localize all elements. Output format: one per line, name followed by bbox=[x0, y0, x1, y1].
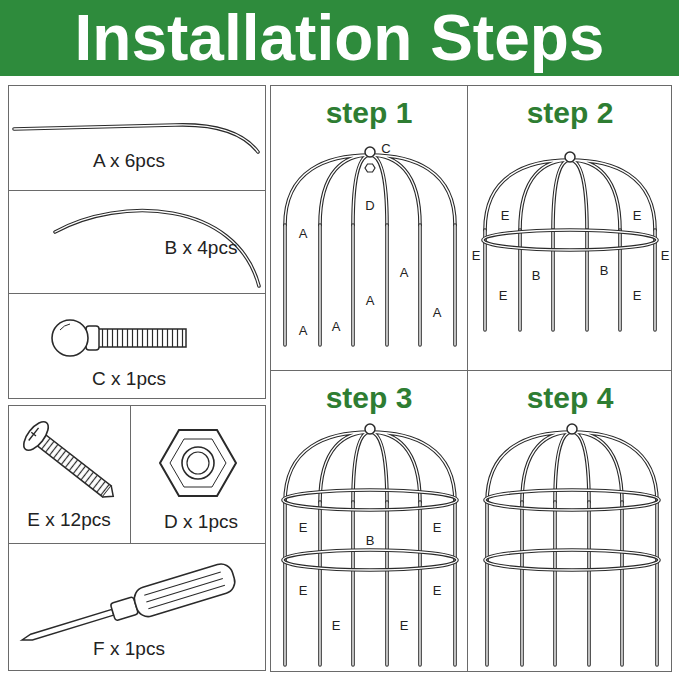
part-panel: F x 1pcs bbox=[8, 543, 266, 671]
title-banner: Installation Steps bbox=[0, 0, 679, 76]
part-panel: B x 4pcs bbox=[8, 190, 266, 294]
part-letter: A bbox=[366, 294, 375, 307]
step-panel: step 4 bbox=[467, 370, 672, 672]
part-letter: C bbox=[381, 142, 390, 155]
part-label: D x 1pcs bbox=[164, 511, 238, 533]
part-letter: E bbox=[400, 619, 409, 632]
part-letter: D bbox=[365, 199, 374, 212]
part-label: B x 4pcs bbox=[165, 237, 238, 259]
part-label: E x 12pcs bbox=[27, 509, 110, 531]
part-letter: A bbox=[332, 320, 341, 333]
part-letter: E bbox=[661, 249, 670, 262]
part-letter: E bbox=[433, 521, 442, 534]
part-panel: A x 6pcs bbox=[8, 85, 266, 191]
part-letter: A bbox=[400, 266, 409, 279]
part-letter: A bbox=[299, 227, 308, 240]
step-heading: step 2 bbox=[527, 96, 614, 131]
part-label: F x 1pcs bbox=[93, 638, 165, 660]
step-heading: step 3 bbox=[326, 381, 413, 416]
part-letter: E bbox=[299, 584, 308, 597]
part-label: A x 6pcs bbox=[93, 150, 165, 172]
part-letter: E bbox=[633, 209, 642, 222]
part-letter: B bbox=[532, 269, 541, 282]
part-letter: E bbox=[433, 584, 442, 597]
part-label: C x 1pcs bbox=[92, 368, 166, 390]
part-letter: E bbox=[299, 521, 308, 534]
part-letter: A bbox=[433, 306, 442, 319]
part-letter: E bbox=[499, 289, 508, 302]
part-letter: A bbox=[299, 324, 308, 337]
step-heading: step 1 bbox=[326, 96, 413, 131]
step-panel: step 2 bbox=[467, 85, 672, 371]
part-letter: B bbox=[600, 264, 609, 277]
part-letter: E bbox=[332, 619, 341, 632]
part-letter: B bbox=[366, 534, 375, 547]
step-heading: step 4 bbox=[527, 381, 614, 416]
part-letter: E bbox=[633, 289, 642, 302]
part-letter: E bbox=[472, 249, 481, 262]
part-panel: E x 12pcs bbox=[8, 405, 131, 544]
part-panel: D x 1pcs bbox=[130, 405, 266, 544]
part-panel: C x 1pcs bbox=[8, 293, 266, 399]
part-letter: E bbox=[501, 209, 510, 222]
title-text: Installation Steps bbox=[75, 6, 605, 70]
